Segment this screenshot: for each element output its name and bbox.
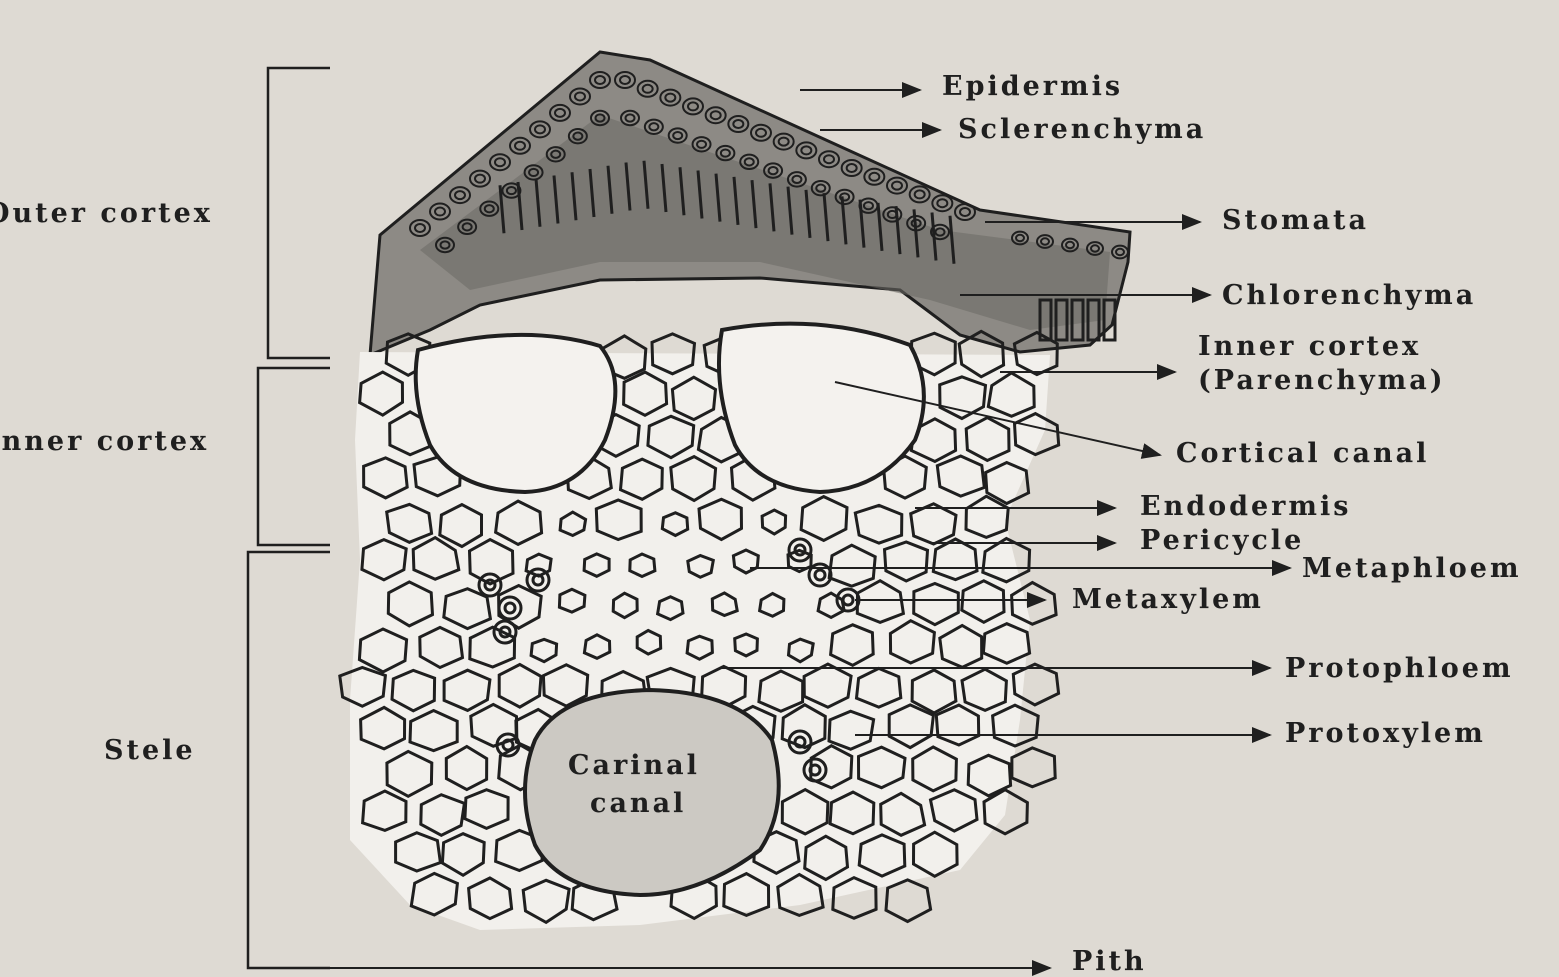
label-endodermis: Endodermis [1140,493,1351,520]
label-protoxylem: Protoxylem [1285,720,1486,747]
label-outer-cortex: Outer cortex [0,200,213,227]
label-protophloem: Protophloem [1285,655,1514,682]
label-metaphloem: Metaphloem [1302,555,1522,582]
label-inner-cortex-left: Inner cortex [0,428,209,455]
label-inner-cortex-right: Inner cortex [1198,333,1421,360]
left-brackets [248,68,330,968]
parenchyma-cell [886,880,931,922]
label-cortical-canal: Cortical canal [1176,440,1429,467]
label-parenchyma: (Parenchyma) [1198,367,1445,394]
label-pith: Pith [1072,948,1147,975]
label-chlorenchyma: Chlorenchyma [1222,282,1476,309]
label-carinal: Carinal [568,752,700,779]
label-sclerenchyma: Sclerenchyma [958,116,1206,143]
label-canal: canal [590,790,686,817]
label-metaxylem: Metaxylem [1072,586,1264,613]
label-pericycle: Pericycle [1140,527,1304,554]
parenchyma-cell [1012,748,1055,787]
label-epidermis: Epidermis [942,73,1123,100]
label-stomata: Stomata [1222,207,1369,234]
cortical-canal-right [719,324,924,492]
label-stele: Stele [104,737,196,764]
